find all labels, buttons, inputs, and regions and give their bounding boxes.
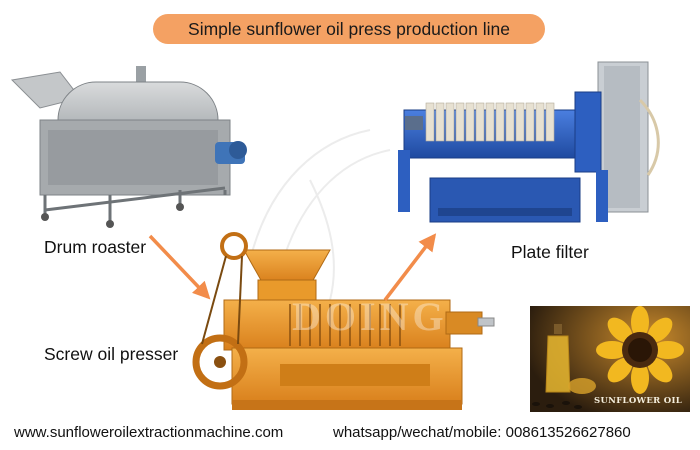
flow-arrow-press-to-filter [383,233,437,302]
screw-oil-presser-image [192,232,495,410]
sunflower-oil-photo: SUNFLOWER OIL [530,306,690,412]
drum-roaster-label: Drum roaster [44,237,147,257]
oil-bottle-icon [545,324,596,394]
drum-roaster-image [10,66,247,228]
watermark-swoosh [249,129,391,301]
watermark-text: DOING [292,294,448,339]
plate-filter-label: Plate filter [511,242,589,262]
flow-arrow-roaster-to-press [148,234,211,300]
photo-caption: SUNFLOWER OIL [594,396,683,406]
title-banner: Simple sunflower oil press production li… [153,14,545,44]
screw-oil-presser-label: Screw oil presser [44,344,179,364]
page-title: Simple sunflower oil press production li… [188,18,510,39]
plate-filter-image [398,61,660,223]
contact-info: whatsapp/wechat/mobile: 008613526627860 [333,424,631,441]
sunflower-icon [596,306,684,394]
website-link[interactable]: www.sunfloweroilextractionmachine.com [14,424,284,441]
